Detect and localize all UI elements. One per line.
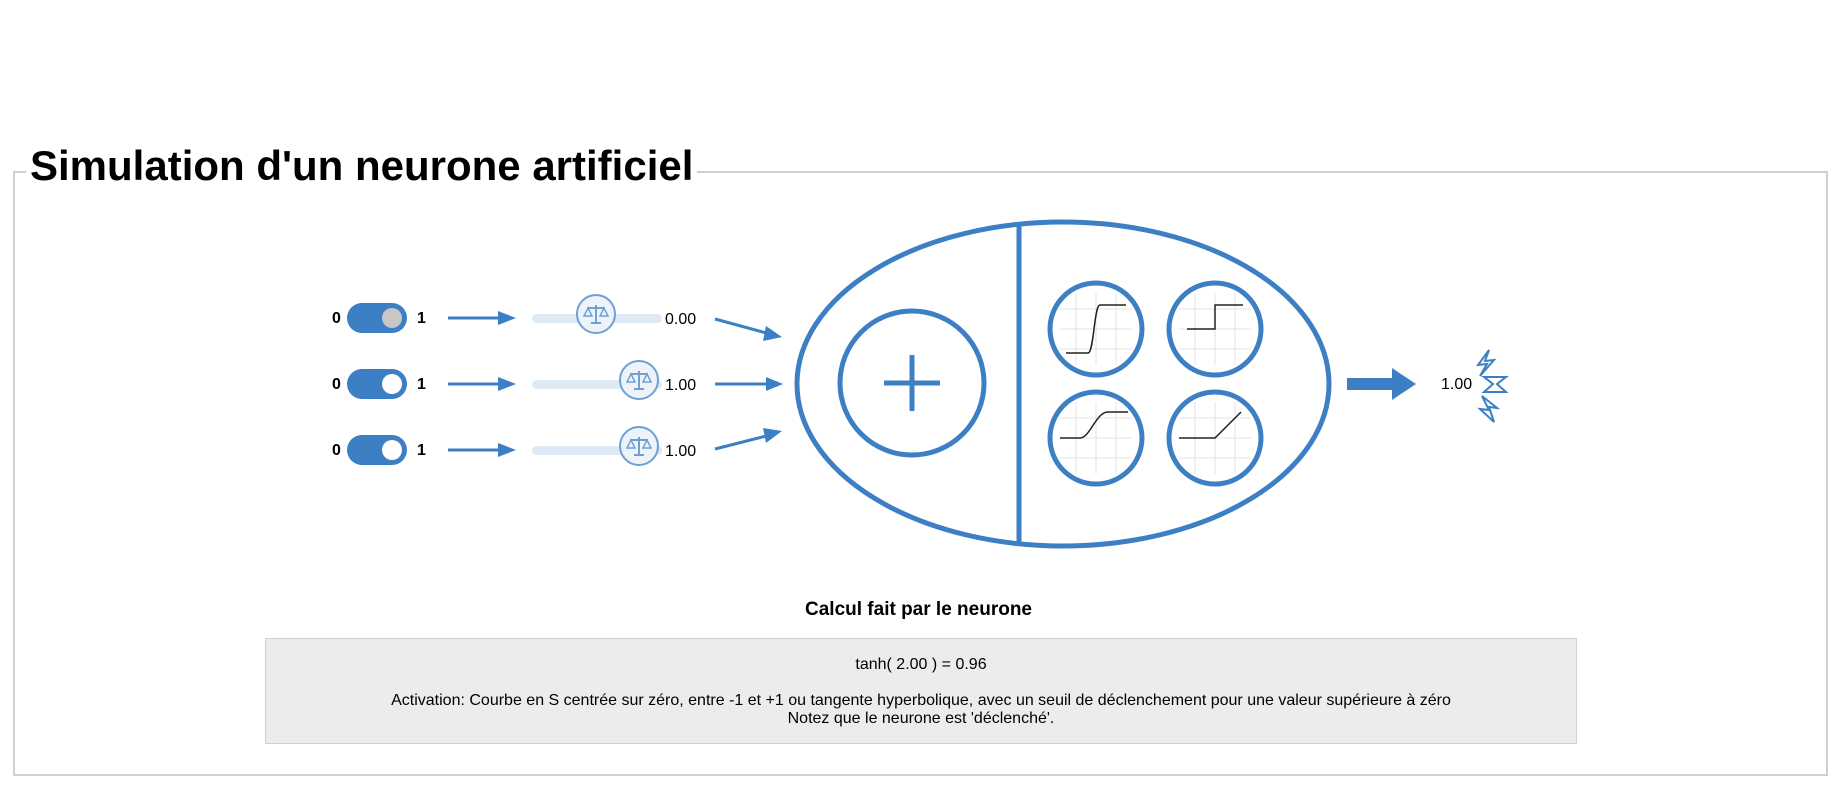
weight-slider-3[interactable]: [532, 426, 662, 466]
toggle-knob: [382, 308, 402, 328]
calc-formula: tanh( 2.00 ) = 0.96: [855, 656, 987, 673]
input-toggle-1[interactable]: [347, 303, 407, 333]
weight-scale-icon[interactable]: [619, 426, 659, 466]
input-min-label: 0: [332, 442, 341, 459]
arrow-right-icon: [448, 443, 516, 457]
calc-note: Notez que le neurone est 'déclenché'.: [787, 710, 1055, 727]
input-max-label: 1: [417, 442, 426, 459]
calc-heading: Calcul fait par le neurone: [805, 599, 1032, 620]
sum-plus-icon: [837, 308, 987, 458]
input-min-label: 0: [332, 376, 341, 393]
input-toggle-3[interactable]: [347, 435, 407, 465]
input-row-2: 0 1 1.00: [320, 360, 700, 406]
weight-value-2: 1.00: [665, 377, 697, 394]
output-arrow-icon: [1347, 368, 1416, 400]
weight-value-1: 0.00: [665, 311, 697, 328]
neuron-body: [794, 219, 1332, 549]
tanh-curve-icon: [1047, 389, 1145, 487]
lightning-icon: [1475, 349, 1509, 423]
relu-curve-icon: [1166, 389, 1264, 487]
sigmoid-curve-icon: [1047, 280, 1145, 378]
page-title: Simulation d'un neurone artificiel: [26, 140, 698, 192]
input-row-1: 0 1 0.00: [320, 294, 700, 340]
input-row-3: 0 1 1.00: [320, 426, 700, 472]
arrow-right-icon: [448, 377, 516, 391]
input-toggle-2[interactable]: [347, 369, 407, 399]
weight-scale-icon[interactable]: [619, 360, 659, 400]
weight-value-3: 1.00: [665, 443, 697, 460]
step-function-icon: [1166, 280, 1264, 378]
input-max-label: 1: [417, 376, 426, 393]
calc-panel: tanh( 2.00 ) = 0.96 Activation: Courbe e…: [265, 638, 1577, 744]
weight-slider-1[interactable]: [532, 294, 662, 334]
input-arrows: [714, 317, 783, 451]
input-max-label: 1: [417, 310, 426, 327]
output-value: 1.00: [1441, 376, 1473, 393]
weight-slider-2[interactable]: [532, 360, 662, 400]
simulation-panel: [13, 171, 1828, 776]
weight-scale-icon[interactable]: [576, 294, 616, 334]
toggle-knob: [382, 374, 402, 394]
toggle-knob: [382, 440, 402, 460]
input-min-label: 0: [332, 310, 341, 327]
calc-description: Activation: Courbe en S centrée sur zéro…: [391, 692, 1451, 709]
arrow-right-icon: [448, 311, 516, 325]
